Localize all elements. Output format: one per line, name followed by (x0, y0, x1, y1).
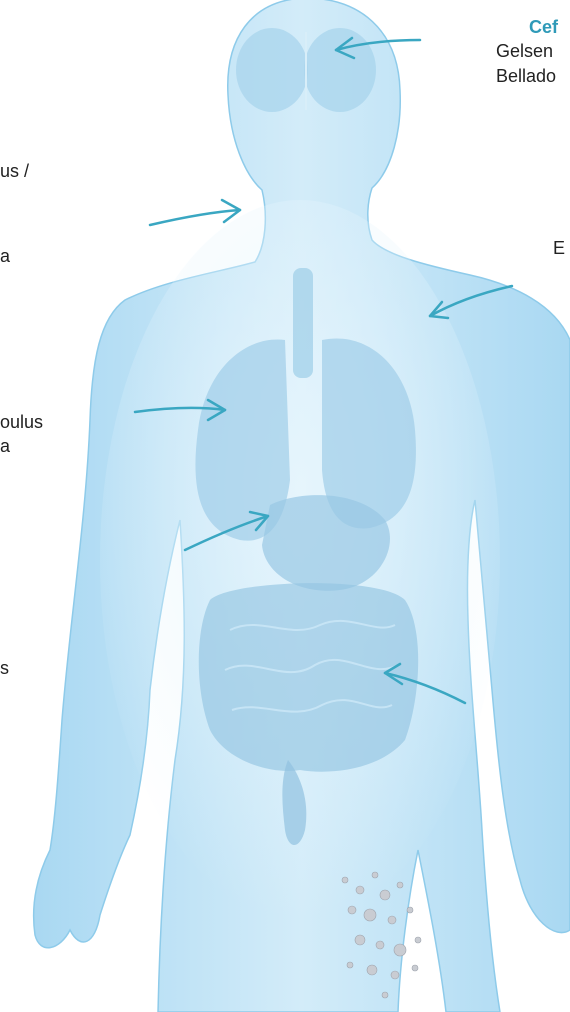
shoulder-remedy-label: E (553, 237, 565, 259)
stomach (262, 495, 390, 591)
head-remedy-line2: Bellado (496, 65, 556, 87)
abdomen-remedy-label: s (0, 657, 9, 679)
head-remedy-title: Cef (529, 16, 558, 38)
chest-remedy-line2: a (0, 435, 10, 457)
chest-remedy-line1: oulus (0, 411, 43, 433)
head-remedy-line1: Gelsen (496, 40, 553, 62)
trachea (293, 268, 313, 378)
neck-remedy-line2: a (0, 245, 10, 267)
neck-remedy-line1: us / (0, 160, 29, 182)
brain (236, 28, 376, 112)
intestines (199, 583, 418, 772)
